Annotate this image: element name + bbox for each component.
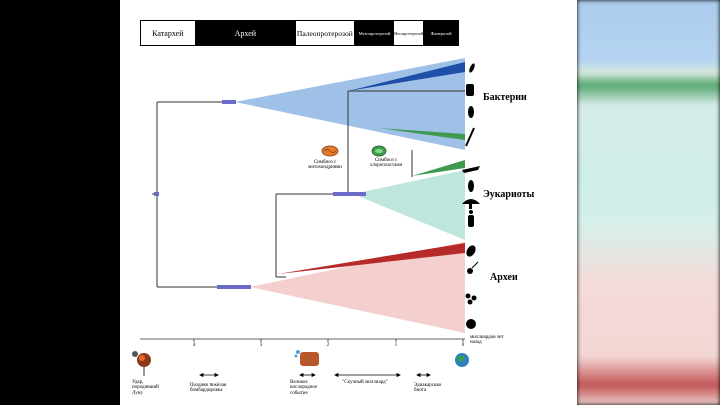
late-bombardment-label: Поздняя тяжёлая бомбардировка <box>190 383 227 394</box>
node-bar-bacteria <box>222 100 236 104</box>
event-markers <box>143 366 431 378</box>
archaeon-flagellate-icon <box>467 268 473 274</box>
era-archean: Архей <box>195 21 296 45</box>
chloroplast-wedge <box>378 128 465 140</box>
archaea-fan <box>250 242 465 333</box>
moon-icon <box>132 351 138 357</box>
mushroom-stem-icon <box>469 203 472 209</box>
human-body-icon <box>468 215 474 227</box>
tick-4: 4 <box>192 343 196 348</box>
ediacaran-label: Эдиакарская биота <box>414 383 441 394</box>
era-neoproterozoic: Неопротерозой <box>394 21 425 45</box>
mitochondria-symbiosis-label: Симбиоз с митохондриями <box>308 160 342 171</box>
moon-impact-label: Удар, породивший Луну <box>132 380 159 396</box>
archaea-wedge <box>278 243 465 274</box>
oxygenation-event-label: Великое кислородное событие <box>290 380 318 396</box>
bacteria-wedge <box>348 62 465 91</box>
bacterium-oval-icon <box>468 106 474 118</box>
time-axis <box>140 338 465 342</box>
protist-icon <box>468 180 474 192</box>
era-katarchean: Катархей <box>141 21 196 45</box>
tick-3: 3 <box>259 343 263 348</box>
phylogeny-diagram <box>132 58 480 378</box>
era-paleoproterozoic: Палеопротерозой <box>295 21 355 45</box>
bacteria-label: Бактерии <box>483 92 527 103</box>
era-phanerozoic: Фанерозой <box>424 21 458 45</box>
node-bar-eukaryotes <box>333 192 366 196</box>
plant-icon <box>462 166 480 173</box>
archaeon-coccus-icon <box>465 293 471 299</box>
bacterium-filament-icon <box>465 127 475 147</box>
node-bar-root <box>154 192 159 196</box>
human-head-icon <box>469 210 473 214</box>
archaeon-sphere-icon <box>466 319 476 329</box>
eukaryote-fan <box>353 170 465 240</box>
timeline-figure: Катархей Архей Палеопротерозой Мезопроте… <box>120 0 577 405</box>
archaea-label: Археи <box>490 272 518 283</box>
tick-0: 0 <box>461 343 465 348</box>
node-bar-archaea-eukarya <box>217 285 251 289</box>
eukaryotes-label: Эукариоты <box>483 189 535 200</box>
blurred-side-panel <box>577 0 720 405</box>
tick-1: 1 <box>394 343 398 348</box>
boring-billion-label: "Скучный миллиард" <box>342 380 388 385</box>
era-mesoproterozoic: Мезопротерозой <box>354 21 395 45</box>
mushroom-icon <box>462 199 480 204</box>
axis-unit-label: миллиардов лет назад <box>470 335 504 346</box>
archaeon-rod-icon <box>466 245 476 257</box>
oxygen-event-icon <box>300 352 319 366</box>
tick-2: 2 <box>326 343 330 348</box>
chloroplast-symbiosis-label: Симбиоз с хлоропластами <box>369 158 403 169</box>
organism-silhouettes <box>462 63 480 329</box>
bacterium-cell-icon <box>466 84 474 96</box>
bacterium-rod-icon <box>469 63 475 73</box>
geologic-eras-bar: Катархей Архей Палеопротерозой Мезопроте… <box>140 20 459 46</box>
plant-wedge <box>412 160 465 176</box>
